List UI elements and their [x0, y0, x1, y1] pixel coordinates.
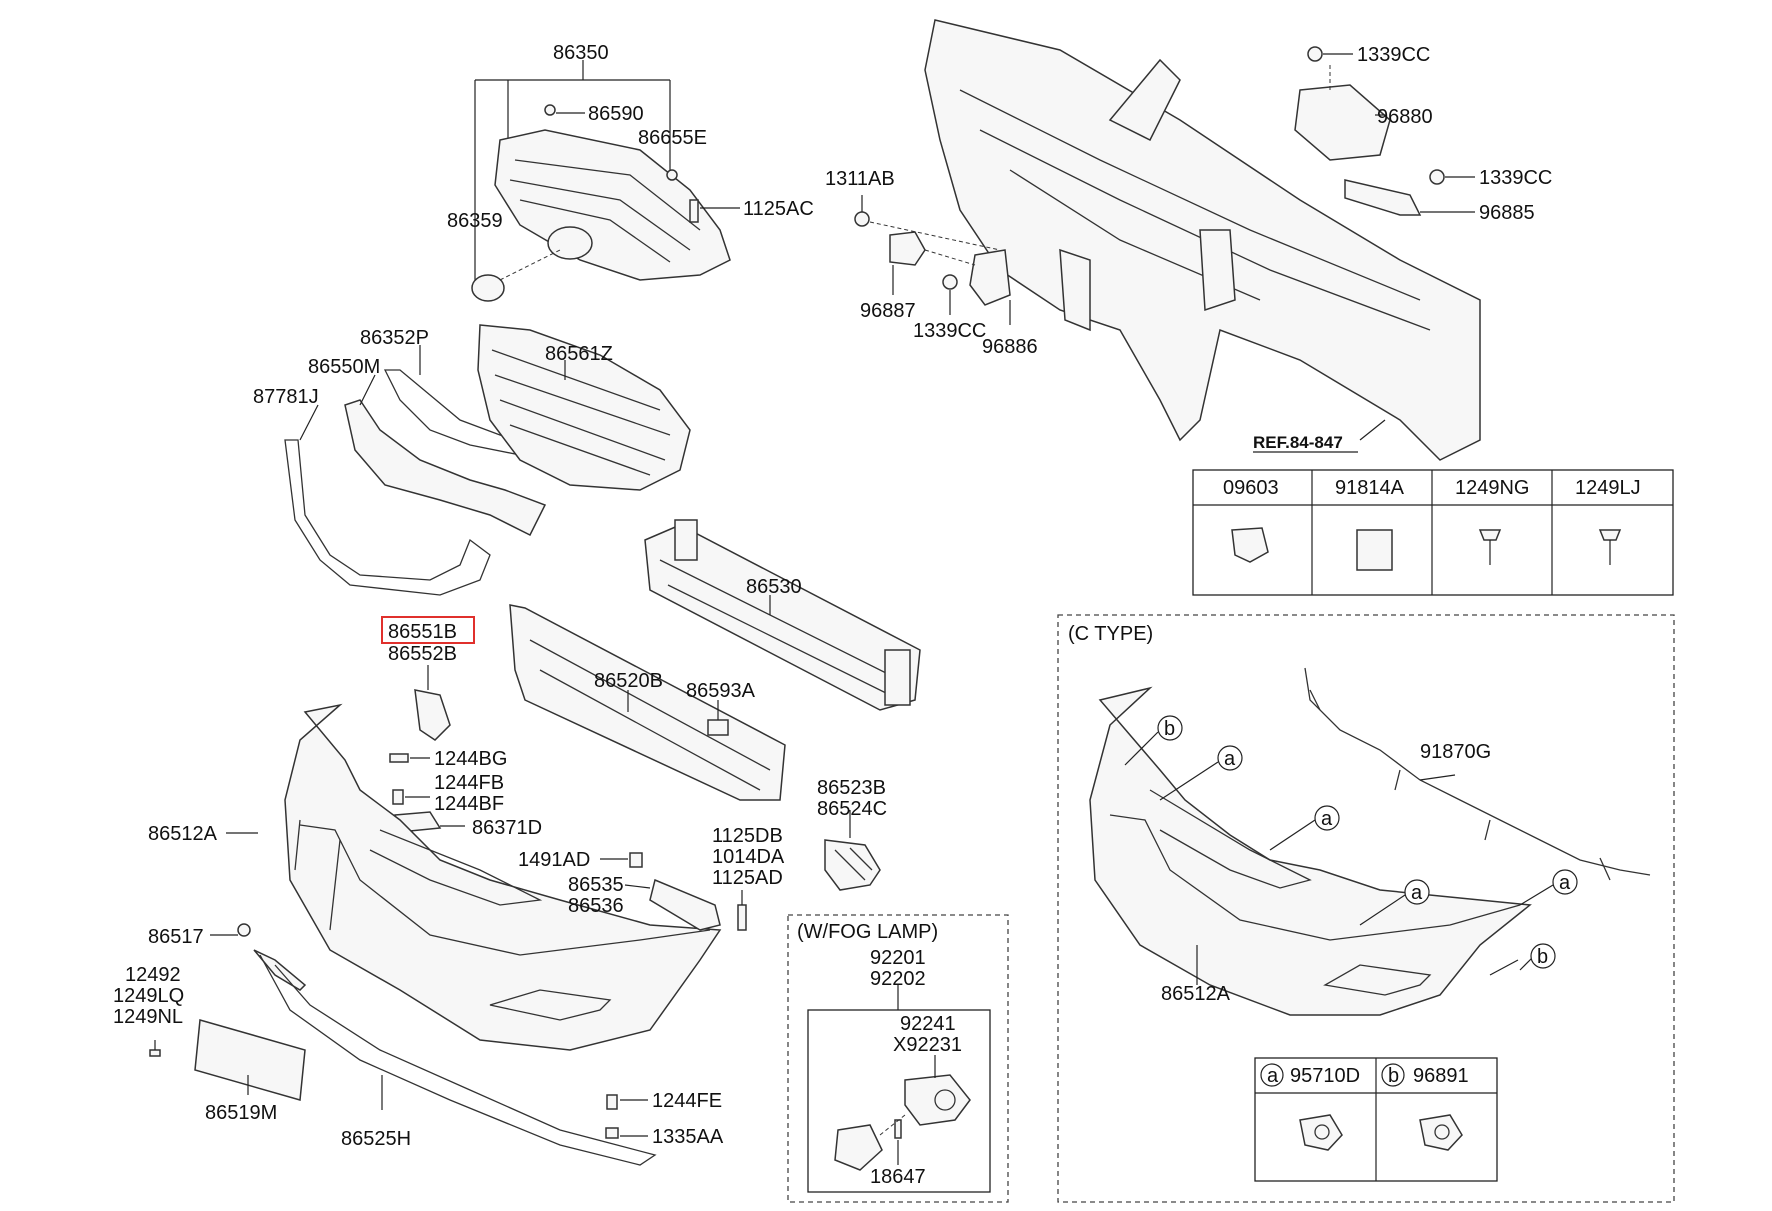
callout-a-2: a	[1321, 808, 1333, 830]
label-1249NL: 1249NL	[113, 1006, 183, 1028]
grille-assembly	[471, 60, 740, 302]
label-86519M: 86519M	[205, 1102, 277, 1124]
front-bumper-cover	[226, 703, 722, 1051]
label-86512A: 86512A	[148, 823, 218, 845]
label-86561Z: 86561Z	[545, 343, 613, 365]
cowl-cross-member	[924, 19, 1481, 461]
table-header-2: 91814A	[1335, 477, 1405, 499]
label-1125AD: 1125AD	[712, 867, 783, 889]
label-1014DA: 1014DA	[712, 846, 785, 868]
label-1244BF: 1244BF	[434, 793, 504, 815]
label-91870G: 91870G	[1420, 741, 1491, 763]
label-86517: 86517	[148, 926, 204, 948]
c-type-title: (C TYPE)	[1068, 623, 1153, 645]
label-1339CC-a: 1339CC	[913, 320, 986, 342]
label-92201: 92201	[870, 947, 926, 969]
label-86536: 86536	[568, 895, 624, 917]
legend-key-a: a	[1267, 1065, 1279, 1087]
bracket-86551B	[414, 665, 451, 741]
table-header-1: 09603	[1223, 477, 1279, 499]
fog-lamp-title: (W/FOG LAMP)	[797, 921, 938, 943]
label-1339CC-c: 1339CC	[1479, 167, 1552, 189]
highlight-86551B[interactable]	[381, 616, 475, 644]
lower-parts	[149, 949, 657, 1166]
fog-lamp-box	[787, 914, 1009, 1203]
callout-a-3: a	[1411, 882, 1423, 904]
legend-part-a: 95710D	[1290, 1065, 1360, 1087]
label-X92231: X92231	[893, 1034, 962, 1056]
label-86520B: 86520B	[594, 670, 663, 692]
label-86550M: 86550M	[308, 356, 380, 378]
label-12492: 12492	[125, 964, 181, 986]
label-96885: 96885	[1479, 202, 1535, 224]
fog-cover-86523B	[824, 810, 881, 891]
label-1244BG: 1244BG	[434, 748, 507, 770]
label-86552B: 86552B	[388, 643, 457, 665]
label-86371D: 86371D	[472, 817, 542, 839]
c-type-box	[1057, 614, 1675, 1203]
label-1244FE: 1244FE	[652, 1090, 722, 1112]
label-1125DB: 1125DB	[712, 825, 783, 847]
label-1335AA: 1335AA	[652, 1126, 724, 1148]
mid-fasteners	[210, 852, 747, 937]
label-1249LQ: 1249LQ	[113, 985, 184, 1007]
label-86593A: 86593A	[686, 680, 756, 702]
label-86535: 86535	[568, 874, 624, 896]
label-86525H: 86525H	[341, 1128, 411, 1150]
label-86352P: 86352P	[360, 327, 429, 349]
module-96880	[1294, 46, 1475, 216]
sensor-bracket	[854, 195, 1011, 325]
label-96880: 96880	[1377, 106, 1433, 128]
label-96887: 96887	[860, 300, 916, 322]
label-96886: 96886	[982, 336, 1038, 358]
energy-absorber	[509, 604, 786, 801]
label-ref: REF.84-847	[1253, 433, 1343, 452]
label-1491AD: 1491AD	[518, 849, 590, 871]
callout-b-1: b	[1164, 718, 1175, 740]
label-86655E: 86655E	[638, 127, 707, 149]
label-1339CC-b: 1339CC	[1357, 44, 1430, 66]
label-86359: 86359	[447, 210, 503, 232]
label-86530: 86530	[746, 576, 802, 598]
legend-key-b: b	[1388, 1065, 1399, 1087]
fastener-table	[1192, 469, 1674, 596]
label-86551B[interactable]: 86551B	[388, 621, 457, 643]
label-86512A-c: 86512A	[1161, 983, 1231, 1005]
label-1244FB: 1244FB	[434, 772, 504, 794]
label-1311AB: 1311AB	[825, 168, 895, 190]
label-86524C: 86524C	[817, 798, 887, 820]
label-87781J: 87781J	[253, 386, 319, 408]
label-92241: 92241	[900, 1013, 956, 1035]
label-86590: 86590	[588, 103, 644, 125]
grille-trims	[284, 324, 691, 596]
callout-a-4: a	[1559, 872, 1571, 894]
label-86523B: 86523B	[817, 777, 886, 799]
legend-part-b: 96891	[1413, 1065, 1469, 1087]
callout-b-2: b	[1537, 946, 1548, 968]
callout-a-1: a	[1224, 748, 1236, 770]
bumper-beam	[644, 519, 921, 711]
label-1125AC: 1125AC	[743, 198, 814, 220]
label-92202: 92202	[870, 968, 926, 990]
table-header-4: 1249LJ	[1575, 477, 1641, 499]
label-86350: 86350	[553, 42, 609, 64]
label-18647: 18647	[870, 1166, 926, 1188]
table-header-3: 1249NG	[1455, 477, 1530, 499]
